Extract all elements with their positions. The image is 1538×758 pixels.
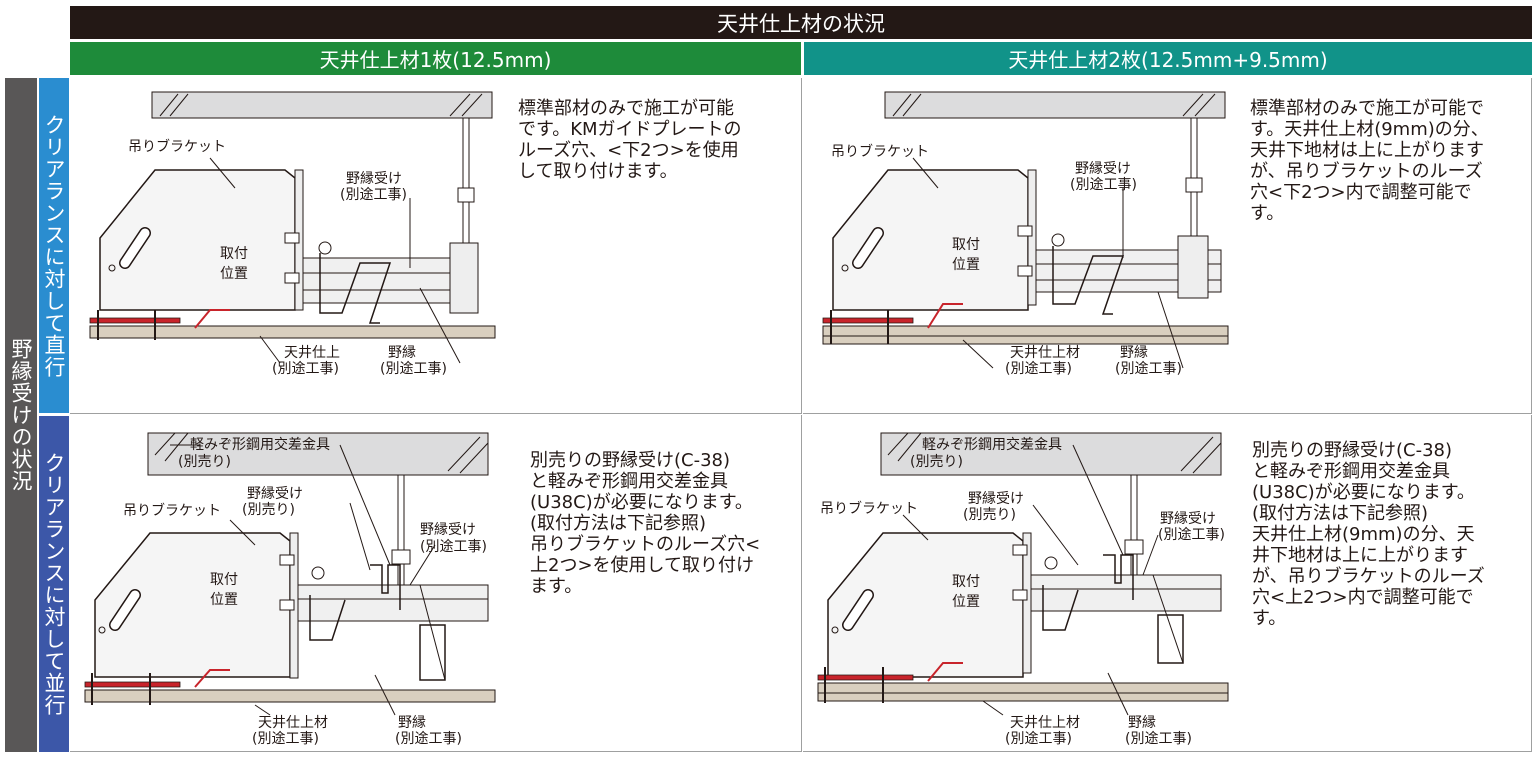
hanging-bolt	[397, 474, 405, 586]
label-position: 位置	[220, 266, 248, 282]
diagram-perpendicular-double	[822, 91, 1229, 369]
label-runner-sold: 野縁受け	[247, 486, 303, 502]
label-runner: 野縁受け	[1160, 511, 1216, 527]
label-furring-note: (別途工事)	[395, 731, 462, 747]
label-ceiling: 天井仕上	[284, 345, 340, 361]
cross-clip	[370, 564, 401, 610]
label-ceiling-note: (別途工事)	[272, 361, 339, 377]
header-title: 天井仕上材の状況	[70, 6, 1532, 39]
label-position: 位置	[210, 592, 238, 608]
hanger-bracket	[827, 532, 1024, 678]
label-furring: 野縁	[388, 345, 416, 361]
label-ceiling-note: (別途工事)	[1005, 361, 1072, 377]
ceiling-board-lower	[822, 325, 1229, 337]
label-furring-note: (別途工事)	[1115, 361, 1182, 377]
label-mount: 取付	[952, 237, 980, 253]
label-runner-sold-note: (別売り)	[963, 507, 1016, 523]
runner-channel	[297, 584, 489, 622]
panel-perpendicular-single	[70, 78, 802, 414]
label-hanger: 吊りブラケット	[123, 503, 221, 519]
label-furring-note: (別途工事)	[380, 361, 447, 377]
label-cross-clip: 軽みぞ形鋼用交差金具	[190, 437, 330, 453]
label-hanger: 吊りブラケット	[831, 144, 929, 160]
label-runner: 野縁受け	[420, 522, 476, 538]
label-cross-clip: 軽みぞ形鋼用交差金具	[922, 437, 1062, 453]
row-group-label: 野縁受けの状況	[5, 78, 37, 752]
label-furring: 野縁	[398, 715, 426, 731]
column-header-single-board: 天井仕上材1枚(12.5mm)	[70, 42, 801, 75]
label-position: 位置	[952, 594, 980, 610]
label-furring: 野縁	[1120, 345, 1148, 361]
label-furring-note: (別途工事)	[1125, 731, 1192, 747]
concrete-slab	[147, 432, 489, 476]
concrete-slab	[884, 91, 1226, 119]
column-header-double-board: 天井仕上材2枚(12.5mm+9.5mm)	[804, 42, 1532, 75]
runner-channel	[302, 257, 479, 304]
panel-parallel-single	[70, 415, 802, 752]
cross-clip	[1103, 554, 1134, 600]
label-furring: 野縁	[1128, 715, 1156, 731]
red-plate	[89, 317, 181, 324]
label-runner: 野縁受け	[1075, 161, 1131, 177]
hanger-bracket	[99, 169, 296, 311]
description-parallel-single: 別売りの野縁受け(C-38) と軽みぞ形鋼用交差金具 (U38C)が必要になりま…	[530, 450, 761, 597]
label-runner-sold-note: (別売り)	[242, 502, 295, 518]
diagram-perpendicular-single	[89, 91, 496, 364]
label-ceiling: 天井仕上材	[1010, 345, 1080, 361]
label-runner-note: (別途工事)	[420, 539, 487, 555]
label-ceiling: 天井仕上材	[258, 715, 328, 731]
label-mount: 取付	[210, 572, 238, 588]
concrete-slab	[880, 432, 1222, 476]
ceiling-board-upper	[822, 335, 1229, 345]
label-ceiling-note: (別途工事)	[252, 731, 319, 747]
label-hanger: 吊りブラケット	[128, 139, 226, 155]
row-label-parallel-text: クリアランスに対して並行	[42, 452, 66, 716]
label-position: 位置	[952, 257, 980, 273]
row-label-perpendicular: クリアランスに対して直行	[39, 78, 69, 413]
label-cross-clip-note: (別売り)	[910, 454, 963, 470]
label-hanger: 吊りブラケット	[820, 501, 918, 517]
row-label-parallel: クリアランスに対して並行	[39, 416, 69, 752]
diagram-parallel-single	[84, 432, 496, 716]
red-plate	[817, 674, 914, 681]
guide-plate	[1027, 169, 1037, 306]
description-perpendicular-single: 標準部材のみで施工が可能 です。KMガイドプレートの ルーズ穴、<下2つ>を使用…	[518, 98, 742, 182]
description-parallel-double: 別売りの野縁受け(C-38) と軽みぞ形鋼用交差金具 (U38C)が必要になりま…	[1252, 440, 1485, 629]
label-ceiling-note: (別途工事)	[1005, 731, 1072, 747]
description-perpendicular-double: 標準部材のみで施工が可能で す。天井仕上材(9mm)の分、 天井下地材は上に上が…	[1250, 98, 1489, 224]
label-runner-sold: 野縁受け	[968, 491, 1024, 507]
hanging-bolt	[1130, 474, 1138, 576]
panel-perpendicular-double	[803, 78, 1532, 414]
label-runner-note: (別途工事)	[340, 187, 407, 203]
row-label-perpendicular-text: クリアランスに対して直行	[42, 113, 66, 378]
hanger-bracket	[832, 169, 1029, 311]
label-ceiling: 天井仕上材	[1010, 715, 1080, 731]
ceiling-board	[84, 689, 496, 703]
ceiling-board-lower	[817, 682, 1229, 694]
ceiling-board-upper	[817, 692, 1229, 702]
red-plate	[822, 317, 914, 324]
panel-parallel-double	[803, 415, 1532, 752]
label-mount: 取付	[220, 246, 248, 262]
ceiling-board	[89, 325, 496, 339]
red-plate	[84, 681, 181, 688]
label-runner-note: (別途工事)	[1158, 527, 1225, 543]
label-runner-note: (別途工事)	[1070, 177, 1137, 193]
label-runner: 野縁受け	[346, 171, 402, 187]
runner-channel	[1030, 574, 1222, 612]
label-cross-clip-note: (別売り)	[178, 454, 231, 470]
row-group-label-text: 野縁受けの状況	[9, 338, 33, 492]
label-mount: 取付	[952, 574, 980, 590]
furring-channel	[1157, 614, 1184, 664]
diagram-parallel-double	[817, 432, 1229, 716]
concrete-slab	[151, 91, 493, 119]
